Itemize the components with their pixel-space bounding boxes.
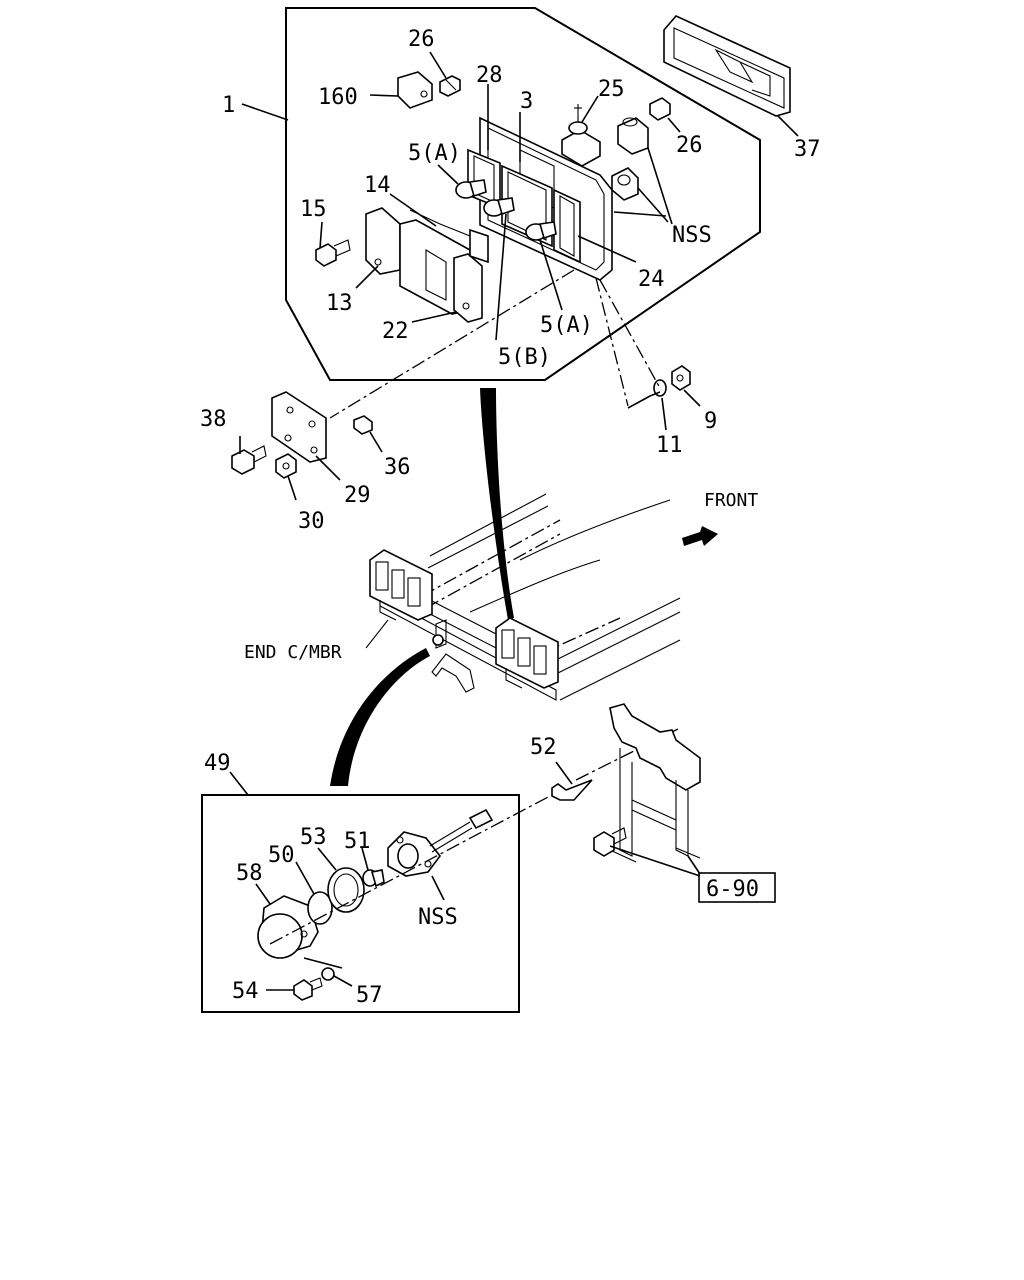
part-26-screw-right bbox=[649, 97, 671, 121]
dash-lines-upper bbox=[329, 269, 661, 419]
callout-15: 15 bbox=[300, 197, 327, 222]
nss-cap-bottom bbox=[611, 167, 639, 201]
callout-53: 53 bbox=[300, 825, 327, 850]
callout-6-90: 6-90 bbox=[706, 877, 759, 902]
part-160-bracket bbox=[397, 71, 433, 109]
callout-28: 28 bbox=[476, 63, 503, 88]
leader-lines-lower bbox=[255, 727, 681, 991]
callout-49: 49 bbox=[204, 751, 231, 776]
callout-25: 25 bbox=[598, 77, 625, 102]
part-36-screw bbox=[353, 415, 373, 435]
part-26-screw-top bbox=[439, 75, 461, 97]
callout-9: 9 bbox=[704, 409, 717, 434]
connector-arrow-lower bbox=[330, 648, 430, 786]
part-30-nut bbox=[275, 453, 297, 479]
callout-38: 38 bbox=[200, 407, 227, 432]
callout-26-top: 26 bbox=[408, 27, 435, 52]
part-29-mounting-plate bbox=[271, 391, 327, 463]
callout-54: 54 bbox=[232, 979, 259, 1004]
assembly-49-box bbox=[201, 794, 520, 1013]
bracket-bolt bbox=[593, 827, 627, 857]
callout-5a-top: 5(A) bbox=[408, 141, 461, 166]
callout-11: 11 bbox=[656, 433, 683, 458]
callout-22: 22 bbox=[382, 319, 409, 344]
callout-26-right: 26 bbox=[676, 133, 703, 158]
callout-30: 30 bbox=[298, 509, 325, 534]
callout-end-cmbr: END C/MBR bbox=[244, 642, 342, 663]
callout-51: 51 bbox=[344, 829, 371, 854]
part-38-bolt bbox=[231, 445, 267, 475]
rear-lamp-right bbox=[495, 617, 559, 689]
part-51-bulb bbox=[362, 869, 385, 888]
callout-front: FRONT bbox=[704, 490, 758, 511]
callout-14: 14 bbox=[364, 173, 391, 198]
front-arrow-icon bbox=[682, 526, 718, 546]
callout-57: 57 bbox=[356, 983, 383, 1008]
callout-5a-bottom: 5(A) bbox=[540, 313, 593, 338]
part-13-plate bbox=[365, 207, 401, 275]
ref-box-6-90 bbox=[698, 872, 776, 903]
connector-arrow-upper bbox=[480, 388, 514, 620]
part-9-nut bbox=[671, 365, 691, 391]
callout-52: 52 bbox=[530, 735, 557, 760]
nss-socket-lower bbox=[387, 808, 494, 877]
assembly-1-boundary bbox=[285, 7, 761, 381]
license-bracket bbox=[609, 703, 701, 863]
part-53-gasket bbox=[327, 867, 365, 913]
nss-cap-top bbox=[617, 117, 649, 155]
callout-5b: 5(B) bbox=[498, 345, 551, 370]
bulb-5a-bottom bbox=[525, 221, 557, 241]
callout-nss-top: NSS bbox=[672, 223, 712, 248]
callout-1: 1 bbox=[222, 93, 235, 118]
bulb-5a-top bbox=[455, 179, 487, 199]
callout-160: 160 bbox=[318, 85, 358, 110]
callout-50: 50 bbox=[268, 843, 295, 868]
callout-29: 29 bbox=[344, 483, 371, 508]
callout-13: 13 bbox=[326, 291, 353, 316]
leader-lines-upper bbox=[239, 51, 799, 501]
callout-36: 36 bbox=[384, 455, 411, 480]
part-22-plate bbox=[399, 219, 483, 323]
callout-37: 37 bbox=[794, 137, 821, 162]
callout-labels: 1 26 160 28 3 25 26 37 5(A) 14 15 13 22 … bbox=[200, 27, 821, 1008]
part-52-plug bbox=[551, 761, 593, 801]
part-14-gasket bbox=[409, 209, 489, 264]
callout-3: 3 bbox=[520, 89, 533, 114]
vehicle-frame bbox=[379, 493, 681, 701]
part-25-socket bbox=[561, 104, 601, 167]
part-37-lamp-housing bbox=[663, 15, 791, 117]
callout-nss-bottom: NSS bbox=[418, 905, 458, 930]
bulb-5b bbox=[483, 197, 515, 217]
part-58-lens-housing bbox=[257, 895, 319, 959]
callout-58: 58 bbox=[236, 861, 263, 886]
part-11-washer bbox=[653, 379, 667, 397]
license-bracket-mount bbox=[365, 619, 475, 693]
callout-24: 24 bbox=[638, 267, 665, 292]
part-15-screw bbox=[315, 239, 351, 267]
part-57-washer bbox=[321, 967, 335, 981]
rear-lamp-left bbox=[369, 549, 433, 621]
part-50-lens bbox=[307, 891, 333, 925]
part-54-screw bbox=[293, 977, 323, 1001]
